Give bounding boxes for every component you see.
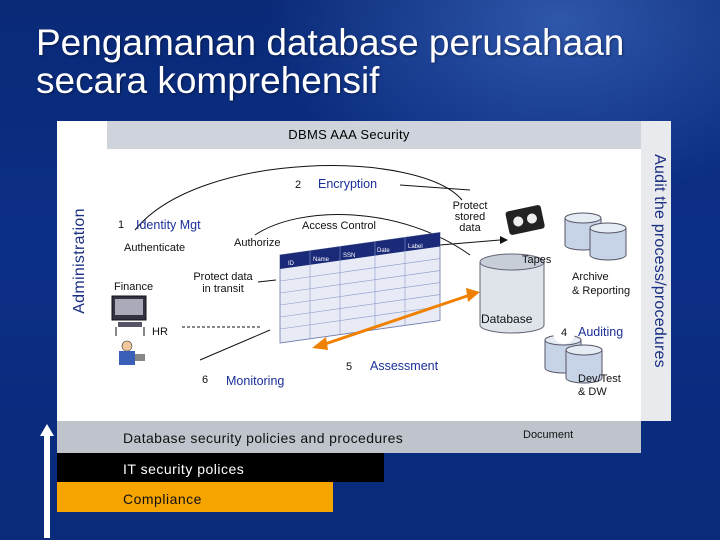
devtest-label: Dev/Test & DW <box>578 373 621 399</box>
archive-label: Archive & Reporting <box>572 270 630 298</box>
hr-label: HR <box>152 326 168 338</box>
step-2-badge: 2 <box>287 174 309 196</box>
monitoring-label: Monitoring <box>226 374 284 388</box>
access-control-label: Access Control <box>302 220 376 232</box>
table-header-label: Label <box>408 244 423 250</box>
tapes-label: Tapes <box>522 254 551 266</box>
authorize-label: Authorize <box>234 237 280 249</box>
step-4-badge: 4 <box>553 322 575 344</box>
finance-computer-icon <box>112 296 146 336</box>
table-header-ssn: SSN <box>343 253 355 259</box>
table-header-id: ID <box>288 261 294 267</box>
protect-arrow-line <box>400 185 470 190</box>
archive-cylinders <box>565 213 626 260</box>
identity-mgt-label: Identity Mgt <box>136 218 201 232</box>
database-label: Database <box>481 312 532 326</box>
assessment-label: Assessment <box>370 359 438 373</box>
step-6-badge: 6 <box>194 369 216 391</box>
auditing-label: Auditing <box>578 325 623 339</box>
tapes-arrow <box>440 240 500 245</box>
authenticate-label: Authenticate <box>124 242 185 254</box>
step-5-badge: 5 <box>338 356 360 378</box>
monitoring-line <box>200 330 270 360</box>
tape-icon <box>505 205 545 236</box>
protect-transit-label: Protect data in transit <box>180 271 266 295</box>
step-1-badge: 1 <box>110 214 132 236</box>
table-header-date: Date <box>377 248 390 254</box>
encryption-label: Encryption <box>318 177 377 191</box>
finance-label: Finance <box>114 281 153 293</box>
table-header-name: Name <box>313 257 329 263</box>
hr-person-icon <box>119 341 145 365</box>
protect-stored-label: Protect stored data <box>440 201 500 234</box>
